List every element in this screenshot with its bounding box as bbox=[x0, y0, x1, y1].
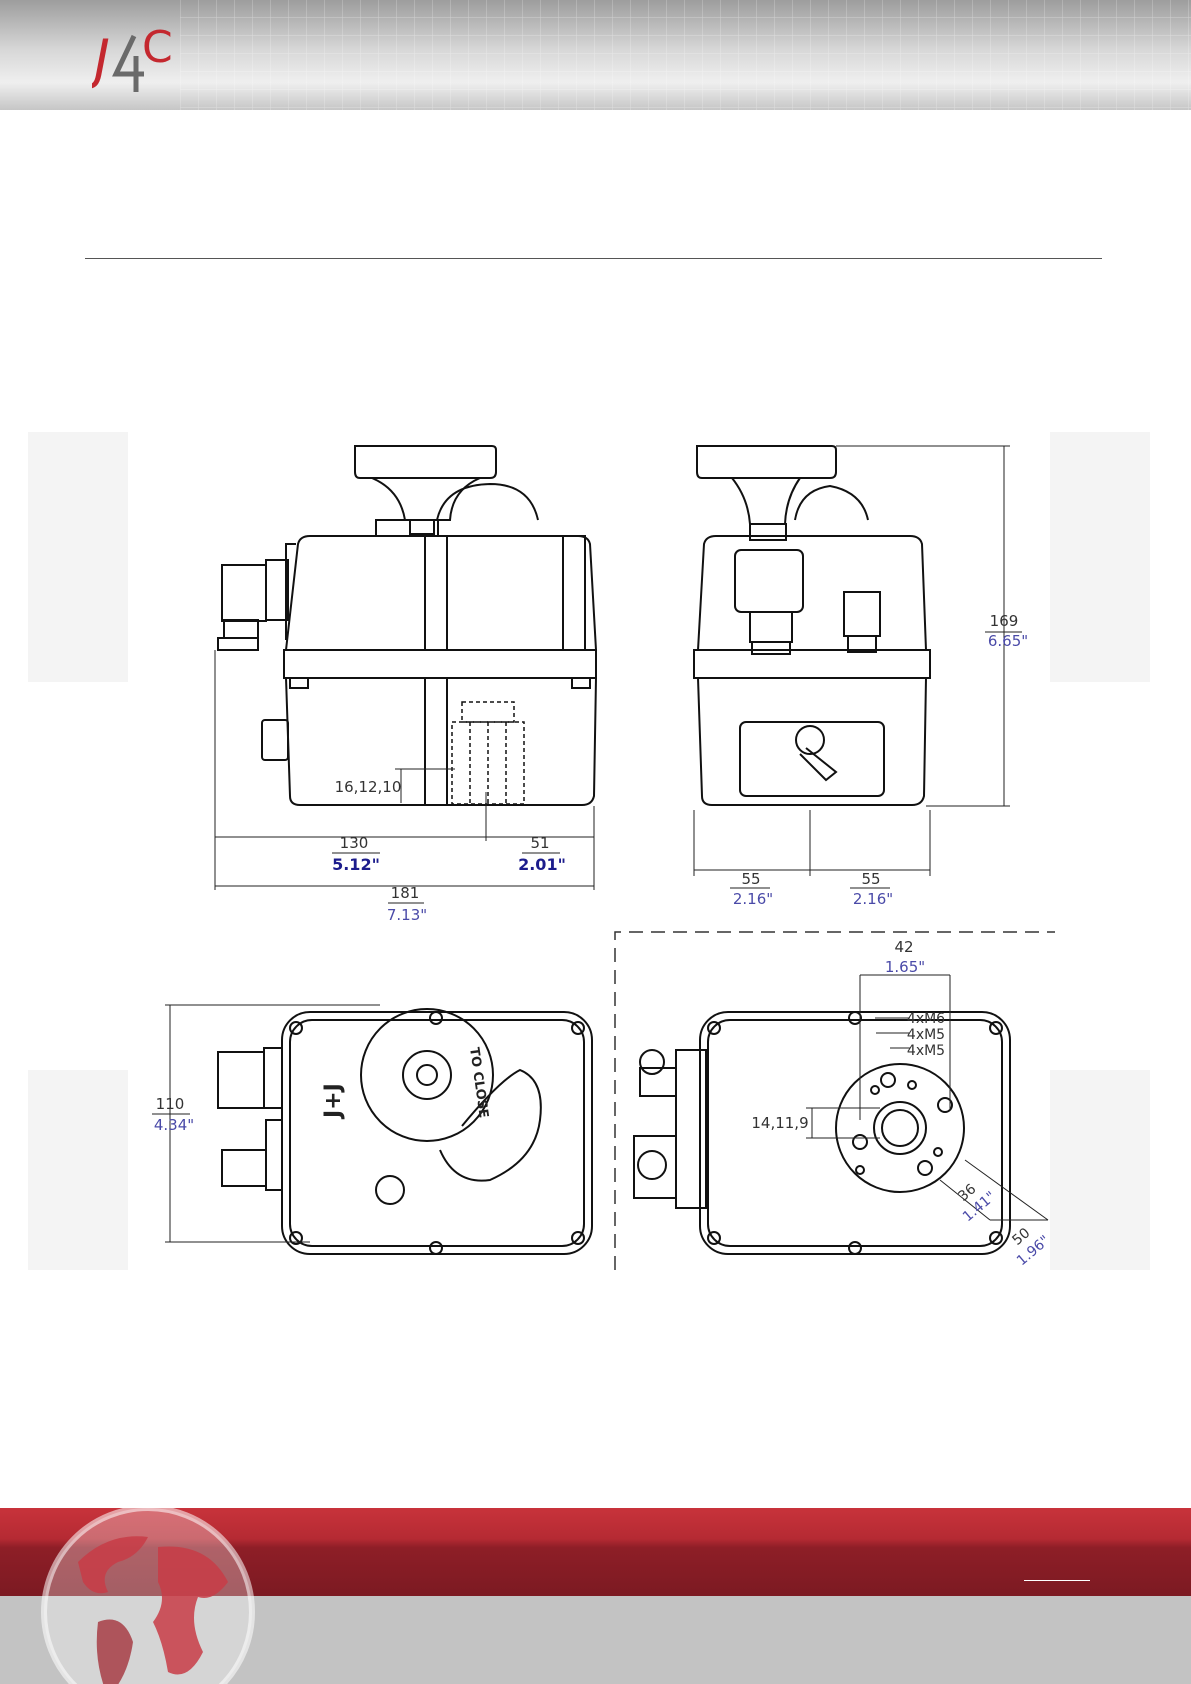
dim-drive: 14,11,9 bbox=[751, 1114, 808, 1132]
top-markings: TO CLOSE J+J bbox=[321, 1046, 491, 1120]
dim-front-left-mm: 130 bbox=[340, 834, 369, 852]
thread-label-3: 4xM5 bbox=[907, 1043, 945, 1059]
dim-side-height-in: 6.65" bbox=[988, 632, 1028, 650]
top-view bbox=[218, 1009, 592, 1254]
front-dim-labels: 16,12,10 130 5.12" 51 2.01" 181 7.13" bbox=[332, 778, 566, 924]
dim-bottom-width-in: 1.65" bbox=[885, 958, 925, 976]
thread-label-1: 4xM6 bbox=[907, 1011, 945, 1027]
front-view bbox=[218, 446, 596, 805]
dim-front-right-mm: 51 bbox=[530, 834, 549, 852]
header-grid-pattern bbox=[180, 0, 1191, 110]
svg-text:C: C bbox=[142, 22, 173, 73]
page-footer bbox=[0, 1508, 1191, 1684]
dim-top-depth-in: 4.34" bbox=[154, 1116, 194, 1134]
company-logo: J C bbox=[92, 22, 188, 94]
dim-front-right-in: 2.01" bbox=[518, 855, 566, 874]
svg-text:J: J bbox=[92, 28, 110, 91]
dim-bottom-width-mm: 42 bbox=[894, 938, 913, 956]
dim-side-right-mm: 55 bbox=[861, 870, 880, 888]
thread-label-2: 4xM5 bbox=[907, 1027, 945, 1043]
dim-height-small: 16,12,10 bbox=[335, 778, 402, 796]
knob-marking: TO CLOSE bbox=[466, 1046, 491, 1119]
dim-front-left-in: 5.12" bbox=[332, 855, 380, 874]
dim-front-total-in: 7.13" bbox=[387, 906, 427, 924]
dim-top-depth-mm: 110 bbox=[156, 1095, 185, 1113]
brand-marking: J+J bbox=[321, 1083, 346, 1120]
dim-front-total-mm: 181 bbox=[391, 884, 420, 902]
bottom-view bbox=[634, 1012, 1010, 1254]
globe-icon bbox=[38, 1508, 258, 1684]
dim-side-height-mm: 169 bbox=[990, 612, 1019, 630]
dim-side-right-in: 2.16" bbox=[853, 890, 893, 908]
dimension-drawing: 16,12,10 130 5.12" 51 2.01" 181 7.13" bbox=[0, 420, 1191, 1280]
side-dim-labels: 169 6.65" 55 2.16" 55 2.16" bbox=[733, 612, 1028, 908]
dim-side-left-in: 2.16" bbox=[733, 890, 773, 908]
side-view bbox=[694, 446, 930, 805]
bottom-dim-labels: 42 1.65" 4xM6 4xM5 4xM5 14,11,9 36 1.41"… bbox=[751, 938, 1053, 1269]
page-header: J C bbox=[0, 0, 1191, 110]
title-rule bbox=[85, 258, 1102, 259]
dim-side-left-mm: 55 bbox=[741, 870, 760, 888]
footer-link-underline[interactable] bbox=[1024, 1580, 1090, 1581]
